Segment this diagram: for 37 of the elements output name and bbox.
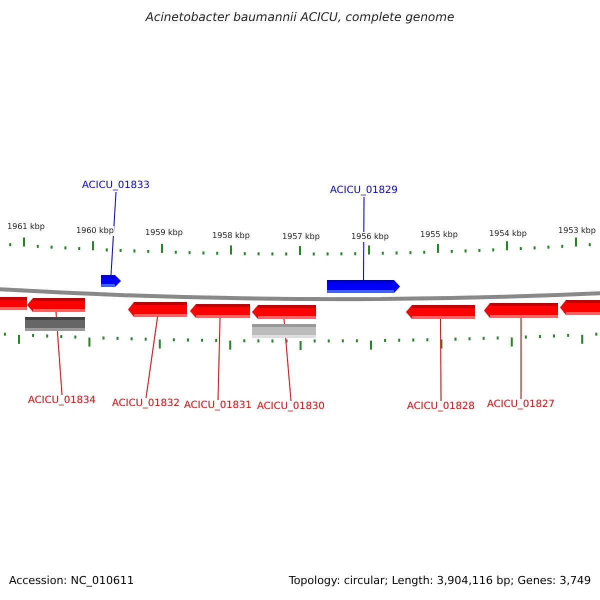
- gene-label: ACICU_01829: [330, 185, 398, 197]
- gene-label: ACICU_01834: [28, 395, 96, 407]
- gene-feature: [0, 297, 27, 310]
- scale-label: 1957 kbp: [282, 232, 320, 242]
- gene-label: ACICU_01828: [407, 401, 475, 413]
- gene-feature: [128, 302, 187, 317]
- gene-label: ACICU_01832: [112, 398, 180, 410]
- footer-text: Accession: NC_010611: [9, 575, 134, 587]
- scale-label: 1961 kbp: [7, 222, 45, 232]
- leader-line: [520, 318, 522, 400]
- scale-label: 1955 kbp: [420, 230, 458, 240]
- scale-label: 1960 kbp: [76, 226, 114, 236]
- gene-bar: [25, 317, 85, 331]
- scale-label: 1956 kbp: [351, 232, 389, 242]
- gene-feature: [327, 280, 400, 293]
- gene-feature: [560, 300, 600, 315]
- scale-label: 1959 kbp: [145, 228, 183, 238]
- leader-line: [440, 318, 442, 402]
- leader-line: [146, 316, 158, 398]
- leader-line: [218, 318, 220, 400]
- footer-text: Topology: circular; Length: 3,904,116 bp; Genes: 3,749: [288, 575, 591, 587]
- diagram-title: Acinetobacter baumannii ACICU, complete genome: [144, 11, 456, 23]
- gene-feature: [101, 275, 121, 287]
- gene-bar: [252, 324, 316, 338]
- gene-feature: [484, 303, 558, 318]
- gene-label: ACICU_01831: [184, 400, 252, 412]
- scale-label: 1953 kbp: [558, 226, 596, 236]
- gene-feature: [406, 305, 475, 319]
- gene-feature: [252, 305, 316, 319]
- leader-line: [363, 196, 364, 280]
- gene-label: ACICU_01833: [82, 180, 150, 192]
- scale-label: 1958 kbp: [212, 231, 250, 241]
- scale-label: 1954 kbp: [489, 229, 527, 239]
- gene-feature: [190, 304, 250, 318]
- gene-label: ACICU_01830: [257, 401, 325, 413]
- gene-label: ACICU_01827: [487, 399, 555, 411]
- leader-line: [110, 192, 116, 276]
